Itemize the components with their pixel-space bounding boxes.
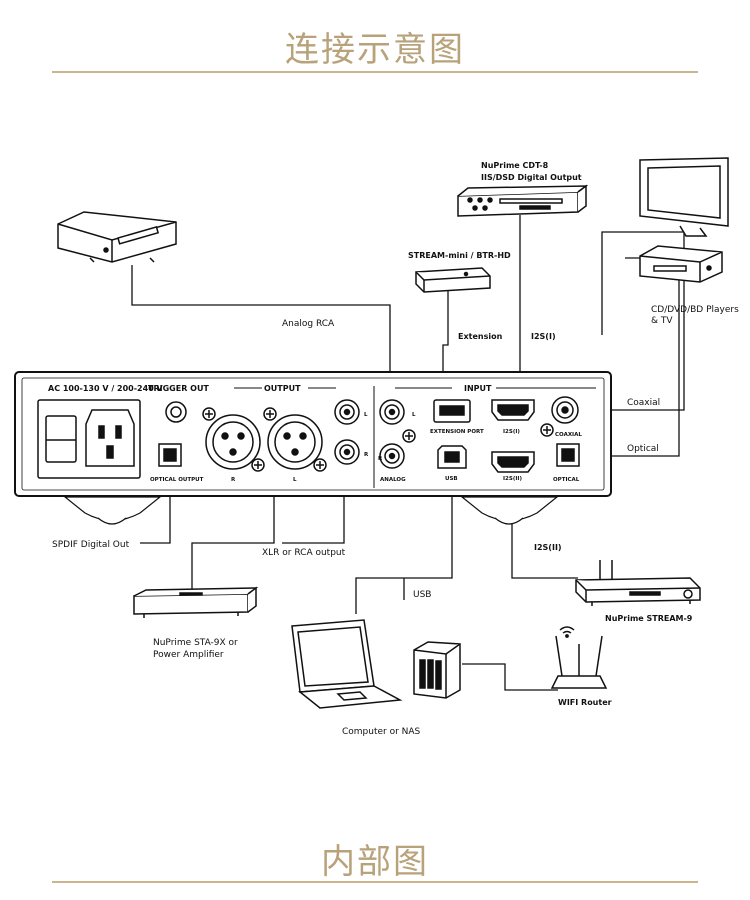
xlr-output-l bbox=[263, 407, 327, 472]
extension-label: Extension bbox=[458, 332, 503, 341]
usb-port bbox=[437, 445, 467, 469]
cdt8-desc-label: IIS/DSD Digital Output bbox=[481, 173, 582, 182]
analog-input-l bbox=[379, 399, 416, 443]
power-amp-label: Power Amplifier bbox=[153, 650, 224, 660]
optical-label: Optical bbox=[627, 444, 659, 454]
analog-rca-cable bbox=[131, 265, 391, 395]
cdt8-name-label: NuPrime CDT-8 bbox=[481, 161, 549, 170]
i2s-2-port-label: I2S(II) bbox=[503, 476, 522, 482]
stream9-label: NuPrime STREAM-9 bbox=[605, 614, 693, 623]
xlr-rca-cable bbox=[191, 470, 275, 590]
cdt8-device bbox=[457, 184, 589, 217]
spdif-cable bbox=[140, 476, 171, 544]
amplifier-device bbox=[133, 586, 259, 618]
extension-port bbox=[433, 399, 471, 423]
optical-input-label: OPTICAL bbox=[553, 477, 580, 483]
usb-port-label: USB bbox=[445, 476, 458, 482]
optical-output-label: OPTICAL OUTPUT bbox=[150, 477, 204, 483]
xlr-l-label: L bbox=[293, 477, 297, 483]
laptop-device bbox=[291, 619, 403, 709]
analog-in-l-label: L bbox=[412, 412, 416, 418]
coaxial-port bbox=[540, 396, 579, 437]
input-section-label: INPUT bbox=[464, 384, 492, 393]
nas-router-cable bbox=[462, 663, 558, 691]
stream9-device bbox=[575, 560, 701, 606]
optical-input-port bbox=[556, 443, 580, 467]
spdif-label: SPDIF Digital Out bbox=[52, 540, 130, 550]
i2s-1-port bbox=[491, 399, 535, 421]
nas-device bbox=[413, 641, 461, 699]
stream-mini-label: STREAM-mini / BTR-HD bbox=[408, 251, 511, 260]
trigger-out-label: TRIGGER OUT bbox=[148, 384, 209, 393]
i2s-2-port bbox=[491, 451, 535, 473]
coaxial-label: Coaxial bbox=[627, 398, 660, 408]
tv-device bbox=[639, 157, 729, 237]
analog-label: ANALOG bbox=[380, 477, 406, 483]
wifi-router-device bbox=[550, 635, 608, 689]
output-section-label: OUTPUT bbox=[264, 384, 301, 393]
header-divider bbox=[52, 71, 698, 73]
sta9x-label: NuPrime STA-9X or bbox=[153, 638, 238, 648]
xlr-r-label: R bbox=[231, 477, 236, 483]
power-inlet bbox=[37, 399, 141, 479]
xlr-output-r bbox=[202, 407, 265, 472]
extension-port-label: EXTENSION PORT bbox=[430, 429, 484, 435]
optical-output-port bbox=[158, 443, 182, 467]
i2s-2-label: I2S(II) bbox=[534, 543, 562, 552]
rear-panel: AC 100-130 V / 200-240 V TRIGGER OUT OUT… bbox=[14, 371, 612, 525]
usb-label: USB bbox=[413, 590, 431, 600]
header-title: 连接示意图 bbox=[285, 30, 465, 70]
footer-divider bbox=[52, 881, 698, 883]
analog-in-r-label: R bbox=[378, 456, 383, 462]
panel-inner bbox=[21, 377, 605, 491]
trigger-out-jack bbox=[165, 401, 187, 423]
rca-output-l bbox=[334, 399, 360, 425]
power-label: AC 100-130 V / 200-240 V bbox=[48, 384, 164, 393]
coaxial-port-label: COAXIAL bbox=[555, 432, 582, 438]
footer-title: 内部图 bbox=[321, 842, 429, 882]
rca-out-l-label: L bbox=[364, 412, 368, 418]
stream-mini-device bbox=[415, 267, 491, 293]
tv-label: & TV bbox=[651, 316, 673, 326]
analog-input-r bbox=[379, 443, 405, 469]
rca-out-r-label: R bbox=[364, 452, 369, 458]
rca-output-r bbox=[334, 439, 360, 465]
computer-label: Computer or NAS bbox=[342, 727, 421, 737]
cd-player-device bbox=[639, 245, 723, 283]
analog-rca-label: Analog RCA bbox=[282, 319, 335, 329]
analog-source-device bbox=[57, 211, 177, 263]
i2s-1-port-label: I2S(I) bbox=[503, 429, 520, 435]
xlr-rca-label: XLR or RCA output bbox=[262, 548, 346, 558]
panel-feet bbox=[63, 496, 559, 525]
power-switch bbox=[45, 415, 77, 463]
wifi-signal-icon bbox=[559, 626, 575, 638]
iec-socket bbox=[85, 409, 135, 467]
i2s-1-label: I2S(I) bbox=[531, 332, 556, 341]
wifi-label: WIFI Router bbox=[558, 698, 612, 707]
cd-players-label: CD/DVD/BD Players bbox=[651, 305, 739, 315]
